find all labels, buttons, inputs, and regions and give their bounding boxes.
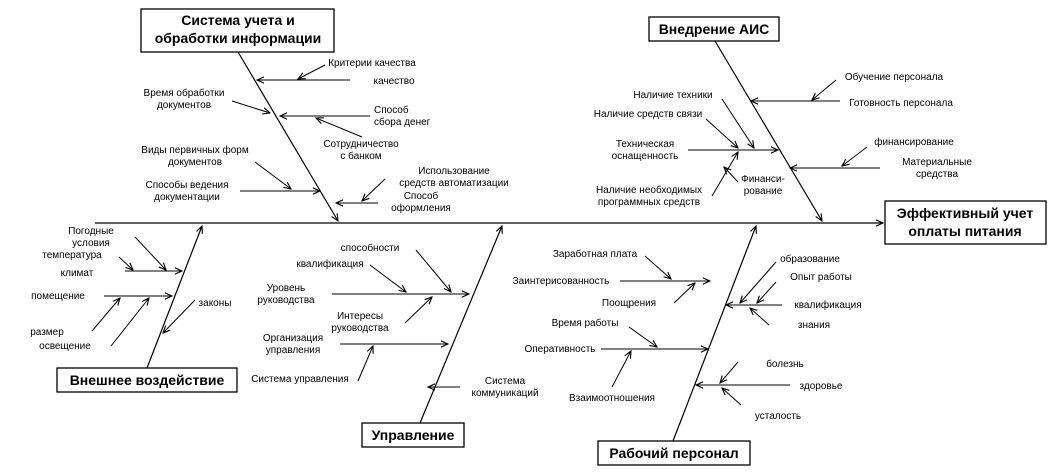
label-sposobnosti: способности [341,242,400,254]
arrow-nalichie-prog [711,152,738,197]
label-nalichie-svyazi: Наличие средств связи [594,109,703,120]
arrow-kriterii [298,64,326,79]
box-vnedrenie: Внедрение АИС [648,16,780,42]
label-osveshenie: освещение [39,341,91,352]
label-zainteres: Заинтерисованность [513,276,610,287]
label-kvalifikaciya-u: квалификация [296,258,363,270]
arrow-pooshreniya [673,283,695,304]
bone-vnedrenie [714,40,822,221]
bone-personal [672,226,756,442]
label-zdorovie: здоровье [800,381,843,392]
arrow-ustalost [722,388,742,406]
label-vremya-raboty: Время работы [552,317,619,329]
label-kvalifikaciya-p: квалификация [794,299,861,311]
label-klimat: климат [61,268,94,279]
label-gotovnost: Готовность персонала [849,98,953,109]
label-znaniya: знания [798,320,830,331]
arrow-zarplata [644,255,671,279]
arrow-vremya-raboty [628,326,657,347]
arrow-ispolzovanie [362,178,386,201]
arrow-znaniya [750,308,770,326]
arrow-nalichie-tehniki [721,98,754,148]
svg-text:Внедрение АИС: Внедрение АИС [659,21,770,37]
label-bolezn: болезнь [766,358,804,370]
label-obuchenie: Обучение персонала [845,71,944,83]
arrow-osveshenie [110,298,149,347]
label-sistema-upr: Система управления [251,374,349,385]
label-vzaimo: Взаимоотношения [569,393,655,404]
bone-sys-uchet [237,51,338,221]
label-zarplata: Заработная плата [553,248,638,260]
arrow-kvalifikaciya-u [369,264,406,292]
arrow-obrazovanie [740,261,777,303]
label-obrazovanie: образование [780,253,840,265]
svg-text:Управление: Управление [372,427,455,443]
label-kriterii: Критерии качества [328,58,416,69]
arrow-obuchenie [812,79,837,100]
label-finansirovanie: финансирование [874,136,954,148]
arrow-sposobnosti [415,249,451,292]
arrow-opyt [757,281,777,303]
bone-vneshnee [146,226,202,369]
label-razmer: размер [30,327,64,338]
arrow-zakony [163,299,196,333]
label-zakony: законы [199,298,232,309]
arrow-vzaimo [611,351,631,388]
arrow-vidy-form [254,161,291,189]
arrow-sistema-upr [357,346,373,382]
label-pooshreniya: Поощрения [602,298,656,309]
label-operativnost: Оперативность [524,344,595,355]
label-opyt: Опыт работы [790,271,852,283]
arrow-sotrudnichestvo [316,118,363,138]
arrow-bolezn [720,361,739,383]
svg-text:Рабочий персонал: Рабочий персонал [609,445,738,461]
svg-text:Внешнее воздействие: Внешнее воздействие [70,372,225,388]
label-nalichie-tehniki: Наличие техники [633,90,712,101]
box-personal: Рабочий персонал [597,440,751,466]
arrow-razmer [91,298,120,332]
arrow-vremya-obr [231,100,270,113]
label-kachestvo: качество [373,76,414,87]
box-vneshnee: Внешнее воздействие [56,367,238,393]
label-finansirovanie-h: Финанси-рование [741,174,785,197]
label-pomeshenie: помещение [31,291,85,302]
arrow-finansirovanie-h [724,167,739,183]
label-ustalost: усталость [755,411,801,422]
label-temperatura: температура [42,250,102,261]
arrow-interesy [404,297,432,324]
arrow-pogodnye [134,236,166,270]
arrow-finansirovanie [842,146,868,166]
arrow-temperatura [118,256,133,270]
box-upravlenie: Управление [361,422,465,448]
arrow-nalichie-svyazi [705,118,738,148]
